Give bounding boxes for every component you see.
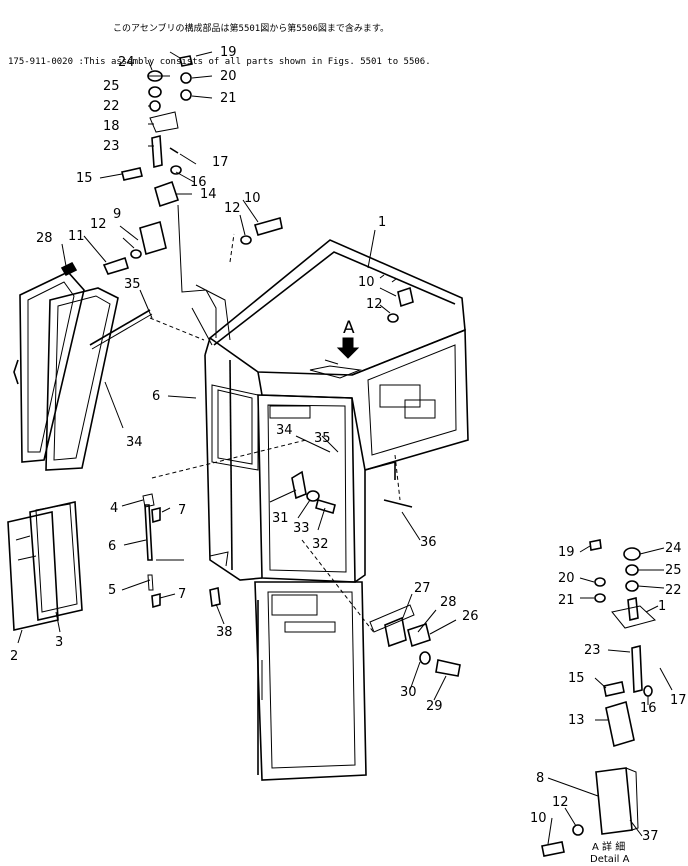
detail-callout-19: 19 — [558, 545, 575, 560]
callout-10: 10 — [244, 191, 261, 206]
view-a-indicator: A — [336, 318, 360, 359]
window-glass-assembly — [7, 501, 83, 631]
misc-small-parts — [209, 499, 413, 607]
callout-6: 6 — [108, 539, 116, 554]
callout-31: 31 — [272, 511, 289, 526]
callout-29: 29 — [426, 699, 443, 714]
callout-28: 28 — [36, 231, 53, 246]
callout-21: 21 — [220, 91, 237, 106]
callout-6: 6 — [152, 389, 160, 404]
side-window-assembly — [13, 261, 153, 471]
callout-7: 7 — [178, 587, 186, 602]
header-assembly-note: 175-911-0020 :This assembly consists of … — [8, 57, 431, 67]
view-a-label: A — [343, 318, 355, 338]
callout-15: 15 — [76, 171, 93, 186]
callout-14: 14 — [200, 187, 217, 202]
door-handle — [291, 470, 336, 515]
detail-callout-17: 17 — [670, 693, 687, 708]
callout-20: 20 — [220, 69, 237, 84]
detail-callout-20: 20 — [558, 571, 575, 586]
detail-callout-22: 22 — [665, 583, 682, 598]
detail-callout-25: 25 — [665, 563, 682, 578]
callout-7: 7 — [178, 503, 186, 518]
callout-11: 11 — [68, 229, 85, 244]
detail-callout-23: 23 — [584, 643, 601, 658]
callout-24: 24 — [118, 55, 135, 70]
callout-1: 1 — [378, 215, 386, 230]
callout-19: 19 — [220, 45, 237, 60]
callout-34: 34 — [276, 423, 293, 438]
callout-2: 2 — [10, 649, 18, 664]
detail-callout-10: 10 — [530, 811, 547, 826]
callout-4: 4 — [110, 501, 118, 516]
header-japanese-note: このアセンブリの構成部品は第5501図から第5506図まで含みます。 — [113, 24, 389, 34]
callout-3: 3 — [55, 635, 63, 650]
detail-callout-15: 15 — [568, 671, 585, 686]
callout-12: 12 — [90, 217, 107, 232]
detail-a-caption: A 詳 細 Detail A — [590, 840, 630, 865]
callout-numbers: 1 2 3 4 5 6 6 7 7 9 10 10 11 12 12 12 14… — [10, 45, 479, 714]
callout-17: 17 — [212, 155, 229, 170]
detail-a-hinge — [541, 539, 657, 857]
figure-header: このアセンブリの構成部品は第5501図から第5506図まで含みます。 175-9… — [8, 2, 688, 79]
detail-callout-8: 8 — [536, 771, 544, 786]
callout-18: 18 — [103, 119, 120, 134]
callout-10: 10 — [358, 275, 375, 290]
callout-23: 23 — [103, 139, 120, 154]
door-lock-parts — [369, 604, 461, 677]
hinge-stack — [102, 55, 414, 341]
detail-callout-21: 21 — [558, 593, 575, 608]
detail-caption-en: Detail A — [590, 854, 630, 865]
callout-30: 30 — [400, 685, 417, 700]
detail-callout-12: 12 — [552, 795, 569, 810]
callout-25: 25 — [103, 79, 120, 94]
detail-callout-37: 37 — [642, 829, 659, 844]
callout-35: 35 — [314, 431, 331, 446]
callout-12-roof: 12 — [366, 297, 383, 312]
callout-36: 36 — [420, 535, 437, 550]
leader-lines — [17, 51, 673, 845]
callout-26: 26 — [462, 609, 479, 624]
detail-callout-16: 16 — [640, 701, 657, 716]
callout-12: 12 — [224, 201, 241, 216]
detail-callout-1: 1 — [658, 599, 666, 614]
callout-32: 32 — [312, 537, 329, 552]
callout-38: 38 — [216, 625, 233, 640]
callout-5: 5 — [108, 583, 116, 598]
detail-callout-13: 13 — [568, 713, 585, 728]
cab-body — [204, 239, 469, 781]
callout-22: 22 — [103, 99, 120, 114]
callout-28: 28 — [440, 595, 457, 610]
stay-rod-assembly — [142, 493, 161, 609]
detail-caption-jp: A 詳 細 — [592, 840, 625, 853]
callout-34: 34 — [126, 435, 143, 450]
callout-27: 27 — [414, 581, 431, 596]
callout-35: 35 — [124, 277, 141, 292]
callout-9: 9 — [113, 207, 121, 222]
callout-16: 16 — [190, 175, 207, 190]
callout-33: 33 — [293, 521, 310, 536]
detail-a-callouts: 19 20 21 24 25 22 1 23 15 16 17 13 8 12 … — [530, 541, 687, 844]
detail-callout-24: 24 — [665, 541, 682, 556]
